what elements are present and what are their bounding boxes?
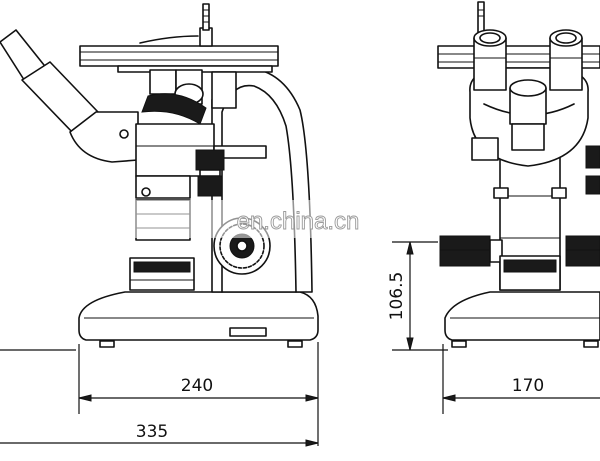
watermark-text: en.china.cn xyxy=(237,208,360,235)
dim-label-170: 170 xyxy=(512,376,544,396)
front-view xyxy=(437,1,600,348)
side-eyepiece xyxy=(0,29,139,163)
dim-label-240: 240 xyxy=(181,376,213,396)
side-stage xyxy=(79,3,279,73)
front-side-blocks xyxy=(471,137,600,199)
front-filter xyxy=(499,255,561,291)
side-filter-knob xyxy=(129,257,195,291)
side-nosepiece xyxy=(141,69,237,125)
watermark: en.china.cn xyxy=(134,200,380,238)
dimension-lines xyxy=(0,241,600,447)
front-eyepiece-left xyxy=(473,29,507,91)
side-view xyxy=(0,3,319,348)
dimension-labels: 240 335 170 106.5 xyxy=(136,272,544,442)
side-focus-stack xyxy=(195,149,225,197)
front-eyepiece-right xyxy=(549,29,583,91)
dim-label-106-5: 106.5 xyxy=(387,272,407,321)
dim-label-335: 335 xyxy=(136,422,168,442)
side-base xyxy=(78,291,319,348)
front-focus-knobs xyxy=(439,235,600,267)
front-base xyxy=(444,291,600,348)
front-head xyxy=(469,67,589,167)
